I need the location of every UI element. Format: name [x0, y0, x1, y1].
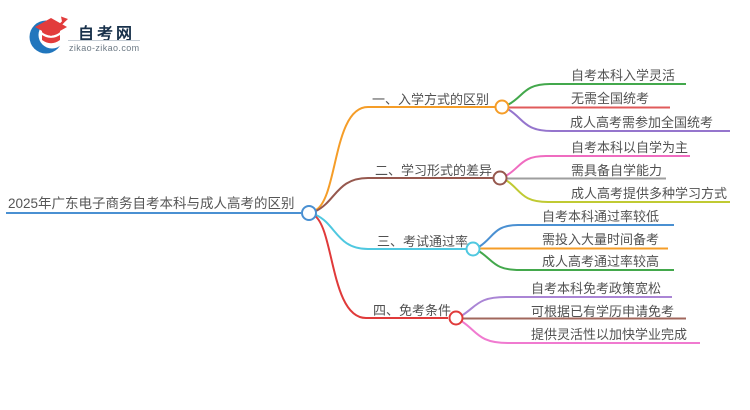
logo-domain: zikao-zikao.com [69, 43, 140, 53]
leaf-node-2-1[interactable]: 自考本科以自学为主 [571, 140, 689, 155]
root-node[interactable]: 2025年广东电子商务自考本科与成人高考的区别 [8, 196, 295, 211]
branch-node-4[interactable]: 四、免考条件 [373, 303, 452, 318]
branch-node-1[interactable]: 一、入学方式的区别 [372, 92, 490, 107]
branch-3-circle[interactable] [465, 241, 481, 257]
branch-2-circle[interactable] [492, 170, 508, 186]
branch-2-edges [315, 155, 730, 212]
branch-1-edges [315, 83, 730, 211]
leaf-node-4-1[interactable]: 自考本科免考政策宽松 [531, 281, 662, 296]
branch-4-edges [314, 215, 700, 344]
branch-node-2[interactable]: 二、学习形式的差异 [375, 163, 493, 178]
branch-4-circle[interactable] [448, 310, 464, 326]
branch-node-3[interactable]: 三、考试通过率 [377, 234, 469, 249]
leaf-node-2-3[interactable]: 成人高考提供多种学习方式 [571, 186, 728, 201]
leaf-node-4-3[interactable]: 提供灵活性以加快学业完成 [531, 327, 688, 342]
leaf-node-3-3[interactable]: 成人高考通过率较高 [542, 254, 660, 269]
leaf-node-1-1[interactable]: 自考本科入学灵活 [571, 68, 676, 83]
site-logo[interactable]: 自考网 zikao-zikao.com [28, 12, 158, 58]
graduation-cap-icon [29, 16, 68, 54]
leaf-node-3-1[interactable]: 自考本科通过率较低 [542, 209, 660, 224]
branch-1-circle[interactable] [494, 99, 510, 115]
leaf-node-1-3[interactable]: 成人高考需参加全国统考 [570, 115, 714, 130]
leaf-node-2-2[interactable]: 需具备自学能力 [571, 163, 663, 178]
leaf-node-3-2[interactable]: 需投入大量时间备考 [542, 232, 660, 247]
logo-divider [68, 40, 140, 41]
leaf-node-1-2[interactable]: 无需全国统考 [571, 91, 650, 106]
branch-3-edges [315, 214, 674, 271]
root-node-circle[interactable] [301, 205, 317, 221]
leaf-node-4-2[interactable]: 可根据已有学历申请免考 [531, 304, 675, 319]
logo-title: 自考网 [78, 26, 136, 43]
